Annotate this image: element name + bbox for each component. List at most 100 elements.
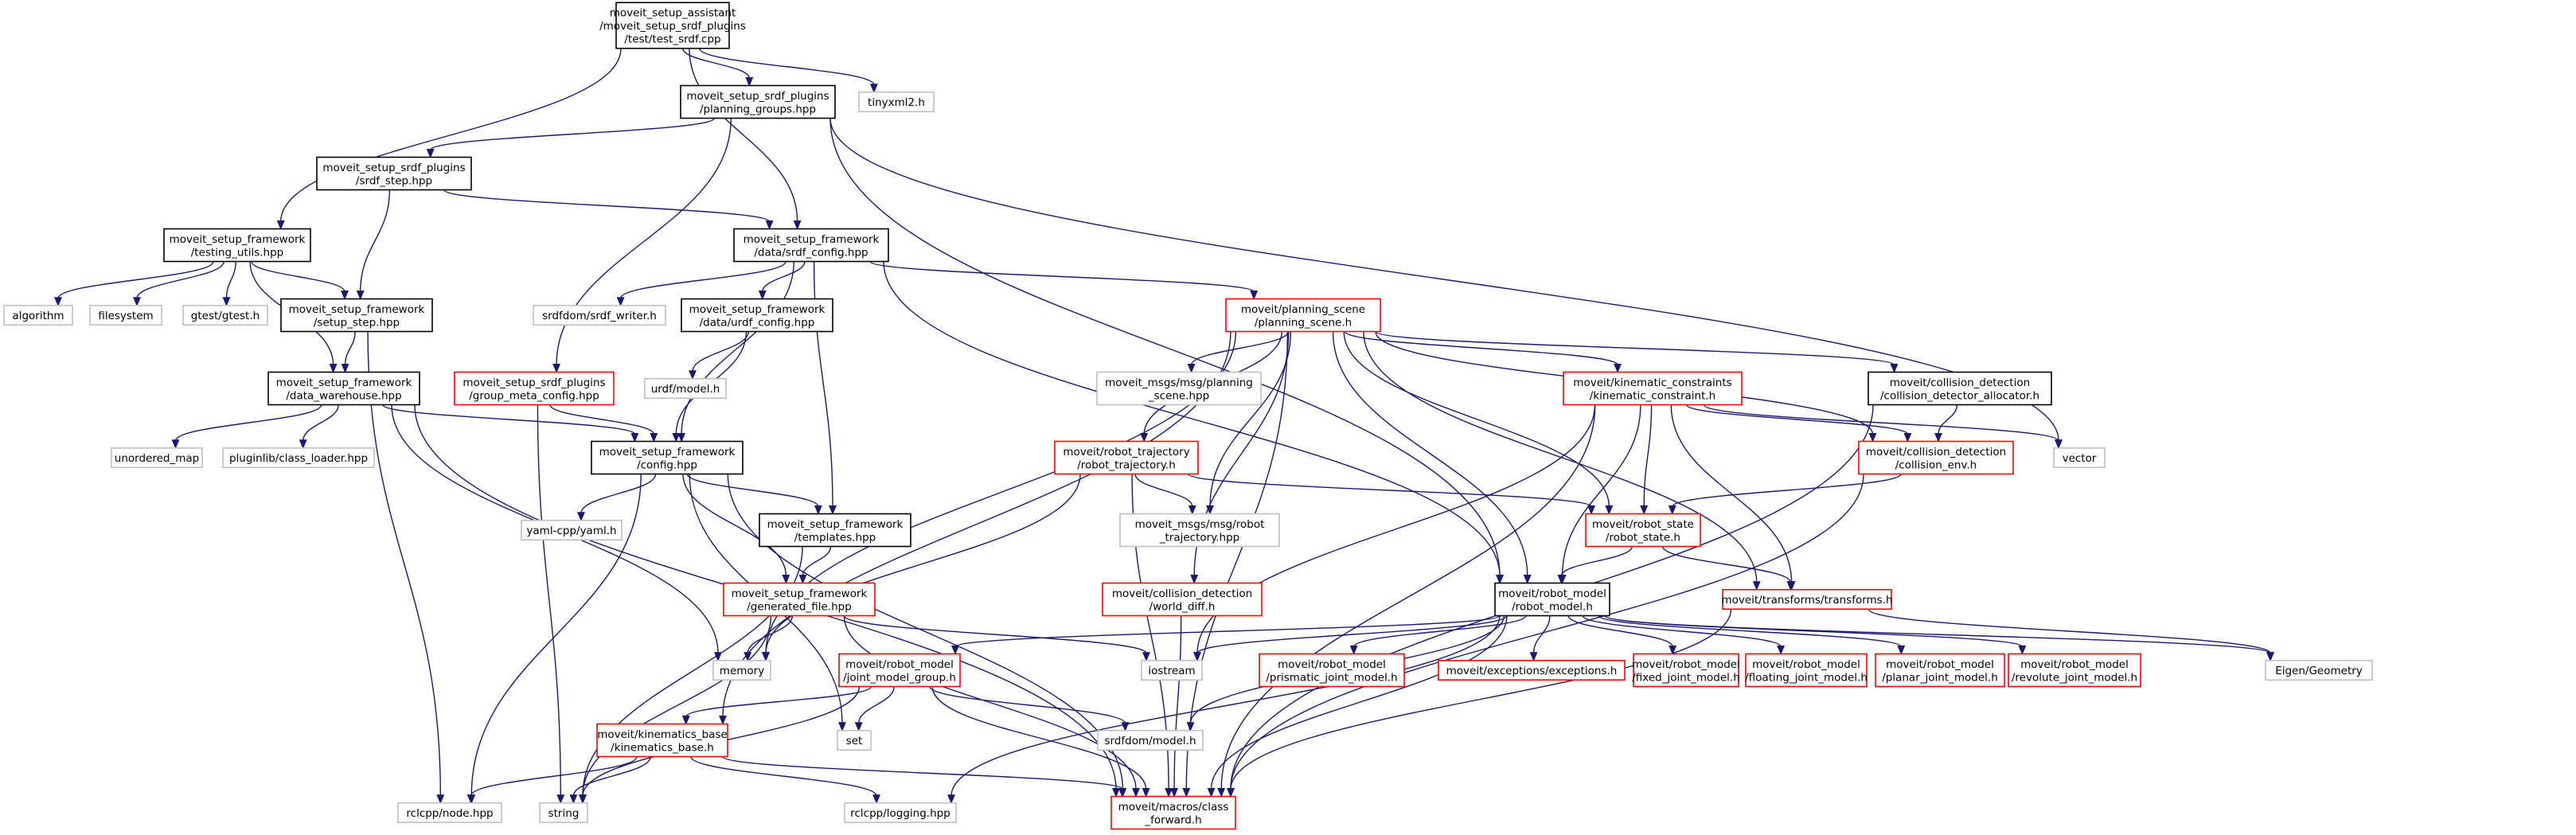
node-label-line: moveit/collision_detection: [1890, 377, 2030, 389]
node-class-loader[interactable]: pluginlib/class_loader.hpp: [222, 447, 375, 469]
arrowhead: [1890, 364, 1899, 373]
node-algorithm[interactable]: algorithm: [3, 304, 73, 326]
node-label-line: algorithm: [12, 310, 64, 322]
edge-root-to-tinyxml2: [699, 48, 878, 94]
arrowhead: [1640, 505, 1649, 515]
node-box: [858, 91, 935, 113]
node-rclcpp-node[interactable]: rclcpp/node.hpp: [397, 802, 502, 824]
arrowhead: [1523, 575, 1532, 584]
node-label-line: /revolute_joint_model.h: [2012, 671, 2137, 684]
edge-setup_step-to-rclcpp_node: [367, 331, 445, 805]
node-memory[interactable]: memory: [712, 659, 771, 681]
node-robot-model[interactable]: moveit/robot_model/robot_model.h: [1494, 582, 1610, 617]
node-revolute[interactable]: moveit/robot_model/revolute_joint_model.…: [2008, 653, 2141, 688]
node-srdf-model[interactable]: srdfdom/model.h: [1097, 729, 1204, 751]
node-label-line: moveit_msgs/msg/robot: [1135, 518, 1265, 531]
edge-collision_detector_allocator-to-collision_env: [1934, 404, 1958, 443]
edge-line: [1190, 331, 1289, 365]
node-srdf-step[interactable]: moveit_setup_srdf_plugins/srdf_step.hpp: [316, 156, 472, 191]
node-box: [397, 802, 502, 824]
edge-line: [470, 756, 638, 797]
node-vector[interactable]: vector: [2053, 447, 2106, 469]
node-fixed[interactable]: moveit/robot_model/fixed_joint_model.h: [1632, 653, 1740, 688]
node-setup-step[interactable]: moveit_setup_framework/setup_step.hpp: [280, 298, 433, 333]
node-robot-trajectory[interactable]: moveit/robot_trajectory/robot_trajectory…: [1054, 440, 1199, 475]
node-yaml[interactable]: yaml-cpp/yaml.h: [521, 519, 623, 541]
node-unordered-map[interactable]: unordered_map: [111, 447, 203, 469]
node-root[interactable]: moveit_setup_assistant/moveit_setup_srdf…: [599, 2, 746, 49]
edge-generated_file-to-iostream: [843, 615, 1150, 662]
edge-line: [954, 615, 1501, 648]
node-label-line: moveit/transforms/transforms.h: [1721, 594, 1892, 607]
edge-robot_model-to-joint_model_group: [951, 615, 1501, 655]
node-label-line: moveit_setup_framework: [599, 446, 736, 458]
node-group-meta-config[interactable]: moveit_setup_srdf_plugins/group_meta_con…: [454, 371, 615, 406]
node-set[interactable]: set: [837, 729, 872, 751]
edge-line: [1343, 331, 1610, 507]
node-prismatic[interactable]: moveit/robot_model/prismatic_joint_model…: [1259, 653, 1405, 688]
node-gtest[interactable]: gtest/gtest.h: [182, 304, 268, 326]
node-label-line: /planning_groups.hpp: [700, 103, 816, 115]
edge-line: [929, 686, 1126, 724]
edge-line: [430, 117, 715, 151]
node-planning-scene[interactable]: moveit/planning_scene/planning_scene.h: [1225, 298, 1381, 333]
edge-urdf_config-to-urdf_model: [689, 331, 749, 380]
node-robot-state[interactable]: moveit/robot_state/robot_state.h: [1585, 513, 1701, 548]
node-eigen[interactable]: Eigen/Geometry: [2265, 659, 2373, 681]
node-label-line: moveit_setup_framework: [767, 518, 904, 531]
edge-srdf_step-to-setup_step: [356, 189, 391, 300]
node-label-line: filesystem: [98, 310, 153, 322]
node-collision-env[interactable]: moveit/collision_detection/collision_env…: [1858, 440, 2014, 475]
arrowhead: [854, 722, 863, 732]
arrowhead: [1142, 652, 1150, 662]
arrowhead: [1140, 433, 1149, 443]
node-tinyxml2[interactable]: tinyxml2.h: [858, 91, 935, 113]
edge-line: [1173, 615, 1182, 790]
arrowhead: [1165, 788, 1173, 798]
node-testing-utils[interactable]: moveit_setup_framework/testing_utils.hpp: [163, 228, 311, 263]
node-generated-file[interactable]: moveit_setup_framework/generated_file.hp…: [723, 582, 876, 617]
node-urdf-model[interactable]: urdf/model.h: [644, 377, 727, 400]
edge-kinematic_constraint-to-vector: [1703, 404, 2063, 450]
arrowhead: [1934, 433, 1942, 443]
node-robot-trajectory-msg[interactable]: moveit_msgs/msg/robot_trajectory.hpp: [1119, 513, 1280, 548]
node-string[interactable]: string: [539, 802, 588, 824]
edge-joint_model_group-to-srdf_model: [929, 686, 1130, 732]
arrowhead: [1132, 788, 1140, 798]
node-srdf-writer[interactable]: srdfdom/srdf_writer.h: [533, 304, 666, 326]
node-rclcpp-logging[interactable]: rclcpp/logging.hpp: [844, 802, 957, 824]
node-data-warehouse[interactable]: moveit_setup_framework/data_warehouse.hp…: [267, 371, 420, 406]
node-floating[interactable]: moveit/robot_model/floating_joint_model.…: [1745, 653, 1868, 688]
edge-kinematics_base-to-rclcpp_node: [466, 756, 638, 805]
node-iostream[interactable]: iostream: [1141, 659, 1203, 681]
node-planning-groups[interactable]: moveit_setup_srdf_plugins/planning_group…: [680, 84, 836, 119]
node-label-line: /moveit_setup_srdf_plugins: [599, 20, 746, 33]
node-srdf-config[interactable]: moveit_setup_framework/data/srdf_config.…: [733, 228, 889, 263]
node-transforms[interactable]: moveit/transforms/transforms.h: [1721, 588, 1893, 611]
node-config[interactable]: moveit_setup_framework/config.hpp: [591, 440, 744, 475]
node-exceptions[interactable]: moveit/exceptions/exceptions.h: [1438, 659, 1626, 681]
node-class-forward[interactable]: moveit/macros/class_forward.h: [1110, 795, 1236, 830]
edge-templates-to-generated_file: [798, 546, 832, 584]
node-world-diff[interactable]: moveit/collision_detection/world_diff.h: [1102, 582, 1263, 617]
node-planning-scene-msg[interactable]: moveit_msgs/msg/planning_scene.hpp: [1096, 371, 1262, 406]
arrowhead: [329, 364, 338, 373]
node-kinematic-constraint[interactable]: moveit/kinematic_constraints/kinematic_c…: [1563, 371, 1743, 406]
node-label-line: string: [548, 807, 580, 820]
node-planar[interactable]: moveit/robot_model/planar_joint_model.h: [1875, 653, 2005, 688]
node-box: [1097, 729, 1204, 751]
node-box: [1722, 588, 1892, 611]
node-urdf-config[interactable]: moveit_setup_framework/data/urdf_config.…: [681, 298, 833, 333]
node-collision-detector-allocator[interactable]: moveit/collision_detection/collision_det…: [1868, 371, 2052, 406]
edge-line: [1220, 404, 1596, 790]
edge-robot_model-to-rclcpp_logging: [947, 615, 1501, 805]
node-templates[interactable]: moveit_setup_framework/templates.hpp: [759, 513, 911, 548]
arrowhead: [616, 297, 625, 307]
node-filesystem[interactable]: filesystem: [89, 304, 162, 326]
node-kinematics-base[interactable]: moveit/kinematics_base/kinematics_base.h: [596, 723, 728, 758]
node-box: [733, 228, 889, 263]
node-box: [89, 304, 162, 326]
node-joint-model-group[interactable]: moveit/robot_model/joint_model_group.h: [838, 653, 961, 688]
edge-line: [765, 474, 1081, 654]
edge-srdf_config-to-srdf_writer: [616, 261, 786, 307]
